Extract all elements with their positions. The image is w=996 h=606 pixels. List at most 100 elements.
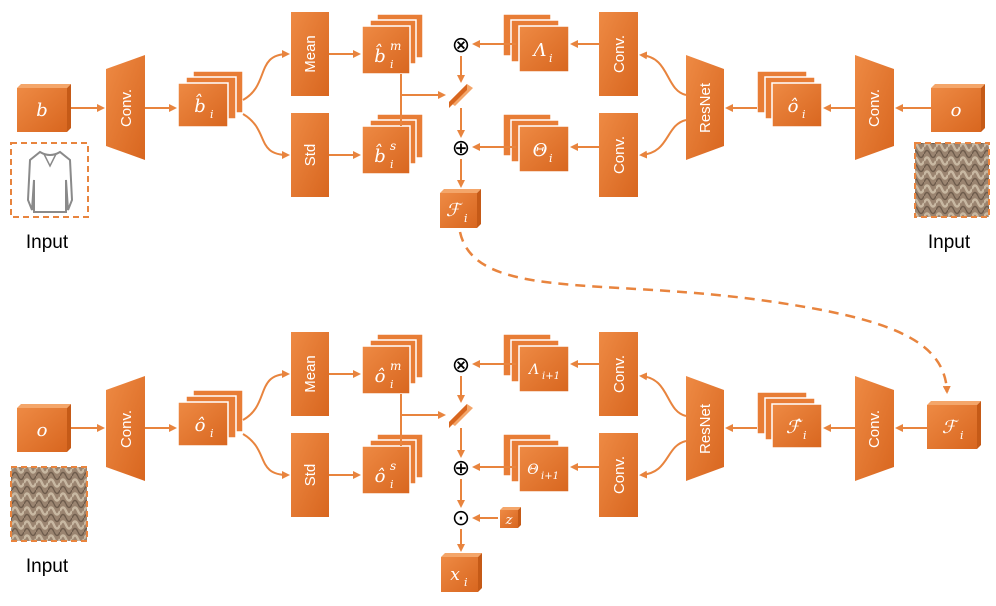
- knit-texture-image-bottom: [10, 466, 88, 542]
- conv-block-top-upper: Conv.: [599, 12, 638, 96]
- bottom-row-connectors: [71, 360, 927, 552]
- svg-text:i: i: [803, 429, 807, 442]
- svg-text:Conv.: Conv.: [611, 136, 628, 174]
- elementwise-operator-bottom: ⊙: [452, 506, 470, 531]
- feature-stack-lambda-top: Λ i: [502, 13, 570, 73]
- svg-text:Λ: Λ: [527, 362, 539, 378]
- svg-text:i: i: [390, 58, 394, 71]
- svg-text:i: i: [210, 427, 214, 440]
- conv-block-bottom-upper: Conv.: [599, 332, 638, 416]
- add-operator-bottom: ⊕: [452, 456, 470, 481]
- svg-text:ResNet: ResNet: [697, 82, 714, 133]
- svg-text:Conv.: Conv.: [611, 355, 628, 393]
- input-b-label: b: [36, 100, 48, 121]
- svg-text:ℱ̂: ℱ̂: [786, 417, 803, 438]
- std-block-top: Std: [291, 113, 329, 197]
- input-caption-bottom-left: Input: [26, 556, 69, 577]
- std-block-bottom: Std: [291, 433, 329, 517]
- input-o-block-top: o: [931, 84, 985, 132]
- svg-text:ResNet: ResNet: [697, 403, 714, 454]
- svg-text:i: i: [549, 152, 553, 165]
- feature-stack-theta-top: Θ i: [502, 113, 570, 173]
- resnet-block-top: ResNet: [686, 55, 724, 160]
- mean-block-top: Mean: [291, 12, 329, 96]
- feature-stack-b-mean: b̂ m i: [361, 13, 424, 75]
- mean-block-bottom: Mean: [291, 332, 329, 416]
- svg-text:ô: ô: [375, 466, 386, 487]
- feature-stack-b-i: b̂ i: [177, 70, 244, 128]
- svg-text:i: i: [390, 378, 394, 391]
- input-f-i-block: ℱ i: [927, 401, 981, 449]
- conv-label: Conv.: [118, 89, 135, 127]
- svg-text:b̂: b̂: [374, 42, 386, 67]
- svg-text:Std: Std: [302, 144, 319, 167]
- feature-stack-o-std: ô s i: [361, 433, 424, 495]
- knit-texture-image-top: [914, 142, 990, 218]
- multiply-operator-top: ⊗: [452, 33, 470, 58]
- svg-text:x: x: [450, 565, 460, 585]
- svg-text:i+1: i+1: [542, 371, 560, 382]
- noise-z-block: z: [500, 507, 521, 528]
- svg-text:i: i: [464, 576, 468, 589]
- svg-text:i: i: [549, 52, 553, 65]
- conv-block-top-left: Conv.: [106, 55, 145, 160]
- svg-text:i: i: [210, 108, 214, 121]
- conv-block-bottom-lower: Conv.: [599, 433, 638, 517]
- concat-bar-top: [449, 84, 473, 108]
- svg-text:o: o: [37, 420, 48, 441]
- resnet-block-bottom: ResNet: [686, 376, 724, 481]
- conv-block-top-right: Conv.: [855, 55, 894, 160]
- feature-stack-lambda-bottom: Λ i+1: [502, 333, 570, 393]
- conv-block-bottom-right: Conv.: [855, 376, 894, 481]
- b-i-label: b̂: [194, 92, 206, 117]
- feature-stack-theta-bottom: Θ i+1: [502, 433, 570, 493]
- svg-text:Mean: Mean: [302, 35, 319, 73]
- feature-stack-o-i-top: ô i: [756, 70, 823, 128]
- feature-stack-f-hat: ℱ̂ i: [756, 391, 823, 449]
- svg-text:Θ: Θ: [527, 462, 539, 478]
- conv-block-bottom-left: Conv.: [106, 376, 145, 481]
- svg-text:ô: ô: [375, 366, 386, 387]
- feature-stack-b-std: b̂ s i: [361, 113, 424, 175]
- svg-text:b̂: b̂: [374, 142, 386, 167]
- output-f-i-block: ℱ i: [440, 189, 481, 228]
- svg-text:ô: ô: [195, 415, 206, 436]
- svg-text:i: i: [960, 429, 964, 442]
- svg-text:m: m: [390, 39, 401, 53]
- svg-text:m: m: [390, 359, 401, 373]
- svg-text:ô: ô: [788, 96, 799, 117]
- concat-bar-bottom: [449, 404, 473, 428]
- feature-stack-o-mean: ô m i: [361, 333, 424, 395]
- svg-text:Λ: Λ: [532, 40, 547, 61]
- feature-stack-o-i-bottom: ô i: [177, 389, 244, 447]
- svg-text:i: i: [802, 108, 806, 121]
- svg-text:i: i: [390, 158, 394, 171]
- svg-text:i+1: i+1: [541, 471, 559, 482]
- svg-text:Conv.: Conv.: [611, 35, 628, 73]
- svg-text:Conv.: Conv.: [118, 410, 135, 448]
- svg-text:ℱ: ℱ: [942, 417, 959, 438]
- input-caption-top-left: Input: [26, 232, 69, 253]
- conv-block-top-lower: Conv.: [599, 113, 638, 197]
- svg-text:s: s: [390, 139, 396, 153]
- svg-text:Std: Std: [302, 464, 319, 487]
- output-x-i-block: x i: [441, 553, 482, 592]
- svg-text:i: i: [464, 212, 468, 225]
- svg-text:Conv.: Conv.: [866, 410, 883, 448]
- top-row-connectors: [71, 40, 951, 394]
- shirt-sketch-image: [10, 142, 89, 218]
- svg-text:s: s: [390, 459, 396, 473]
- svg-text:z: z: [505, 513, 513, 528]
- add-operator-top: ⊕: [452, 136, 470, 161]
- svg-text:Conv.: Conv.: [611, 456, 628, 494]
- svg-text:i: i: [390, 478, 394, 491]
- multiply-operator-bottom: ⊗: [452, 353, 470, 378]
- input-caption-top-right: Input: [928, 232, 971, 253]
- svg-text:o: o: [951, 100, 962, 121]
- svg-text:Mean: Mean: [302, 355, 319, 393]
- input-o-block-bottom: o: [17, 404, 71, 452]
- input-b-block: b: [17, 84, 71, 132]
- svg-text:ℱ: ℱ: [446, 200, 463, 221]
